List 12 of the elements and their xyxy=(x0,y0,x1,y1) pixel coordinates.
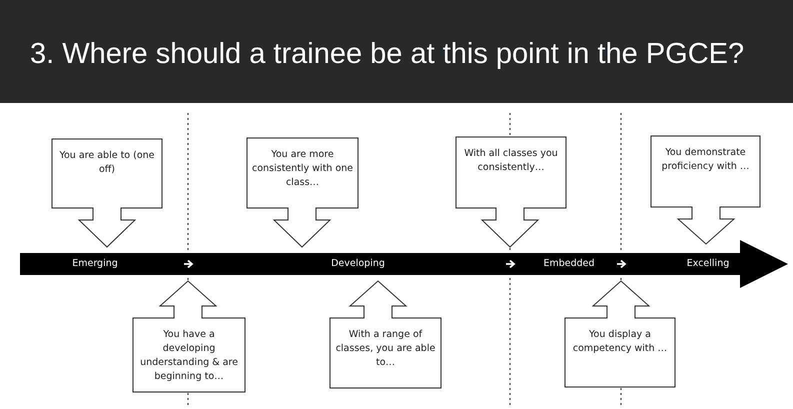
stage-label: Developing xyxy=(331,258,385,269)
callout-text: You are able to (one off) xyxy=(58,149,156,177)
callout-text: You display a competency with … xyxy=(572,328,668,356)
callout-text: With all classes you consistently… xyxy=(463,147,559,175)
stage-label: Excelling xyxy=(686,258,730,269)
callout-text: You are more consistently with one class… xyxy=(251,148,354,190)
stage-label: Emerging xyxy=(72,258,118,269)
title: 3. Where should a trainee be at this point in the PGCE? xyxy=(30,38,744,71)
callout-text: You have a developing understanding & are beginning to… xyxy=(139,328,239,384)
stage-label: Embedded xyxy=(543,258,595,269)
callout-text: You demonstrate proficiency with … xyxy=(660,146,750,174)
callout-text: With a range of classes, you are able to… xyxy=(334,328,436,370)
